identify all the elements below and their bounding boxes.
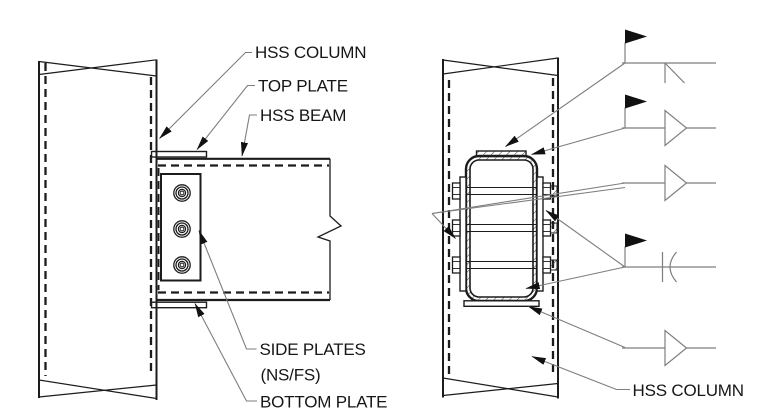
column-bottom-break-symbol bbox=[442, 377, 559, 398]
bolt bbox=[173, 220, 191, 238]
section-view: HSS COLUMN bbox=[431, 29, 744, 400]
leader-line-hss-column bbox=[159, 51, 252, 139]
bolt-thread-stub bbox=[550, 222, 558, 234]
elevation-view: HSS COLUMN TOP PLATE HSS BEAM SIDE PLATE… bbox=[38, 43, 388, 412]
label-hss-column: HSS COLUMN bbox=[633, 381, 744, 400]
column-top-break-symbol bbox=[38, 59, 157, 77]
label-hss-column: HSS COLUMN bbox=[255, 43, 366, 62]
leader-line-bottom-plate bbox=[194, 302, 257, 402]
elevation-labels: HSS COLUMN TOP PLATE HSS BEAM SIDE PLATE… bbox=[159, 43, 388, 412]
field-weld-flag-icon bbox=[625, 94, 647, 109]
weld-symbol-fillet-field bbox=[530, 94, 716, 156]
label-hss-beam: HSS BEAM bbox=[260, 106, 346, 125]
fillet-weld-symbol-icon bbox=[664, 329, 688, 367]
fillet-weld-symbol-icon bbox=[664, 109, 688, 147]
weld-leader-line bbox=[431, 182, 626, 215]
weld-leader-line bbox=[527, 305, 626, 349]
label-side-plates: SIDE PLATES bbox=[260, 340, 366, 359]
label-side-plates-2: (NS/FS) bbox=[261, 366, 321, 385]
weld-leader-line bbox=[505, 62, 626, 147]
weld-leader-line bbox=[545, 210, 626, 268]
side-plate-far bbox=[536, 176, 544, 292]
bolt-thread-stub bbox=[550, 259, 558, 271]
top-plate-section bbox=[475, 150, 527, 158]
label-bottom-plate: BOTTOM PLATE bbox=[260, 393, 387, 412]
bolt bbox=[173, 256, 191, 274]
beam-inner-wall bbox=[469, 159, 534, 298]
weld-leader-arrow bbox=[431, 213, 456, 239]
weld-callouts bbox=[431, 29, 716, 367]
bolt-group bbox=[173, 184, 191, 274]
weld-symbol-fillet bbox=[431, 164, 716, 239]
section-labels: HSS COLUMN bbox=[531, 355, 744, 400]
label-top-plate: TOP PLATE bbox=[258, 77, 348, 96]
bottom-plate bbox=[150, 301, 208, 309]
weld-symbol-fillet-bottom bbox=[527, 305, 716, 367]
field-weld-flag-icon bbox=[625, 233, 647, 248]
side-plate bbox=[160, 173, 202, 282]
bolt-thread-stub bbox=[550, 185, 558, 197]
fillet-weld-symbol-icon bbox=[664, 164, 688, 202]
hss-beam-elevation bbox=[156, 157, 343, 302]
hss-column-elevation bbox=[38, 59, 158, 400]
flare-bevel-weld-symbol-icon bbox=[661, 251, 677, 283]
weld-symbol-bevel-field bbox=[505, 29, 716, 147]
top-plate bbox=[150, 150, 208, 158]
weld-symbol-flare-bevel-field bbox=[525, 210, 716, 290]
bottom-plate-section bbox=[463, 300, 540, 307]
field-weld-flag-icon bbox=[625, 29, 647, 44]
bevel-groove-symbol-icon bbox=[664, 62, 685, 84]
weld-leader-line bbox=[530, 127, 626, 156]
leader-line-hss-column bbox=[531, 355, 630, 391]
leader-line-side-plates bbox=[198, 229, 257, 350]
bolt-row bbox=[451, 256, 558, 274]
leader-line-hss-beam bbox=[240, 114, 257, 157]
column-top-break-symbol bbox=[442, 57, 559, 77]
hss-beam-section bbox=[459, 150, 544, 307]
bolt-row bbox=[451, 182, 558, 200]
bolt bbox=[173, 184, 191, 202]
side-plate-near bbox=[459, 176, 467, 292]
column-bottom-break-symbol bbox=[38, 379, 157, 400]
weld-leader-line bbox=[431, 186, 626, 215]
beam-break-line bbox=[316, 158, 343, 300]
weld-leader-line bbox=[525, 266, 626, 290]
leader-line-top-plate bbox=[196, 84, 255, 150]
